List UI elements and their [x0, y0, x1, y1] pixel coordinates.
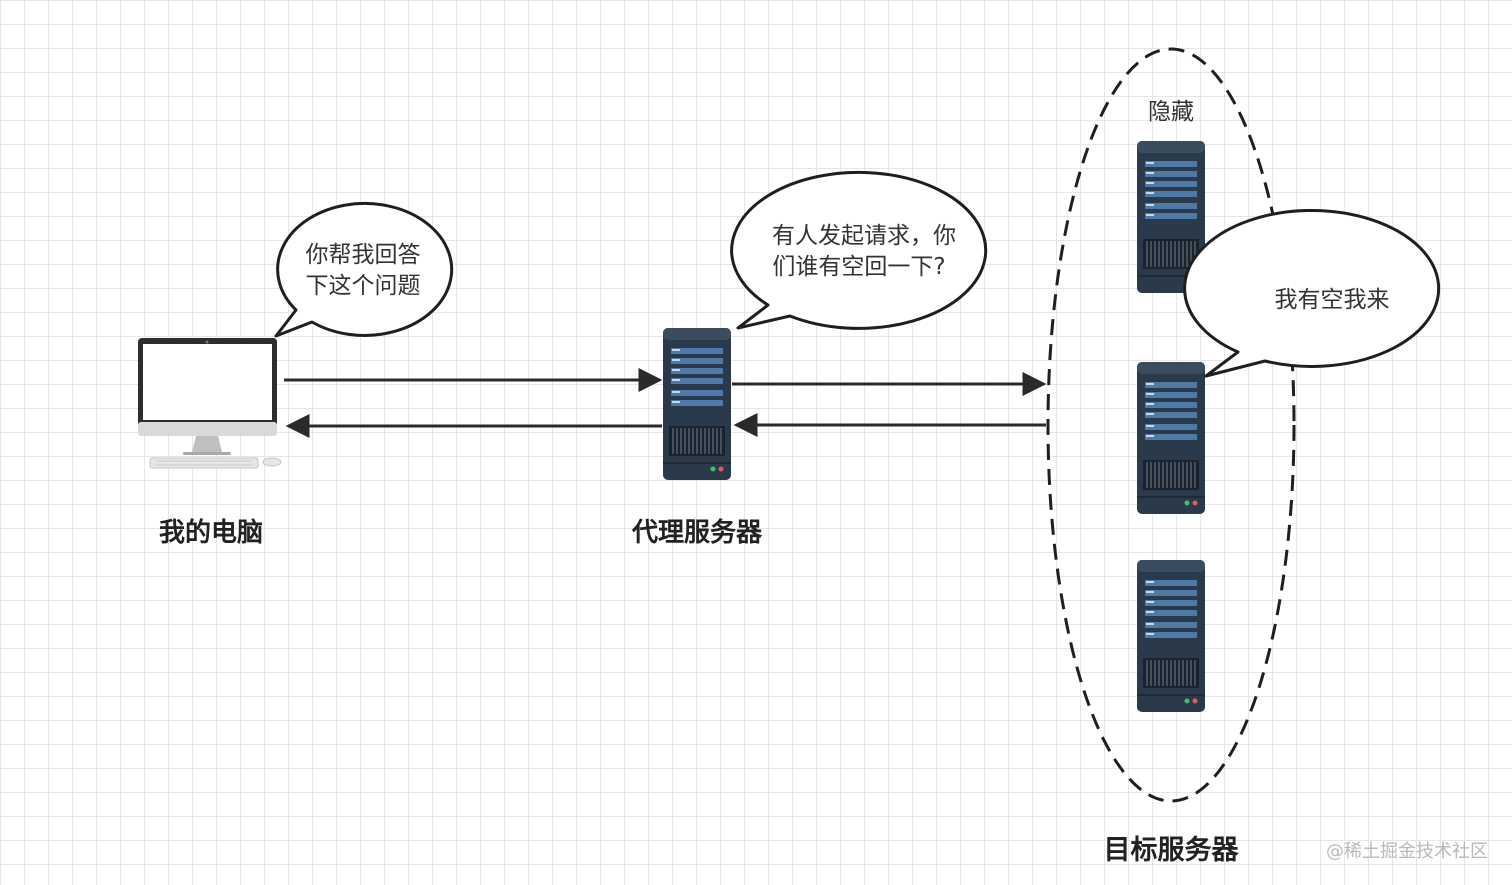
bubble-proxy-line-2: 们谁有空回一下?: [772, 254, 945, 280]
speech-bubble-computer: 你帮我回答 下这个问题: [274, 201, 454, 338]
hidden-label: 隐藏: [1148, 99, 1194, 125]
speech-bubble-proxy: 有人发起请求，你 们谁有空回一下?: [730, 170, 988, 330]
watermark: @稀土掘金技术社区: [1326, 841, 1488, 862]
speech-bubble-target: 我有空我来: [1183, 208, 1441, 378]
bubble-computer-line-1: 你帮我回答: [306, 242, 421, 268]
proxy-server-icon: [662, 327, 732, 481]
target-server-3-icon: [1136, 559, 1206, 713]
my-computer-label: 我的电脑: [159, 517, 263, 548]
desktop-computer-icon: [138, 338, 282, 469]
proxy-server-label: 代理服务器: [631, 518, 763, 548]
target-servers-label: 目标服务器: [1104, 835, 1240, 866]
bubble-target-text: 我有空我来: [1275, 287, 1390, 313]
bubble-proxy-line-1: 有人发起请求，你: [772, 223, 956, 249]
hidden-group-boundary: [1046, 47, 1296, 803]
bubble-computer-line-2: 下这个问题: [306, 273, 421, 299]
target-server-2-icon: [1136, 361, 1206, 515]
